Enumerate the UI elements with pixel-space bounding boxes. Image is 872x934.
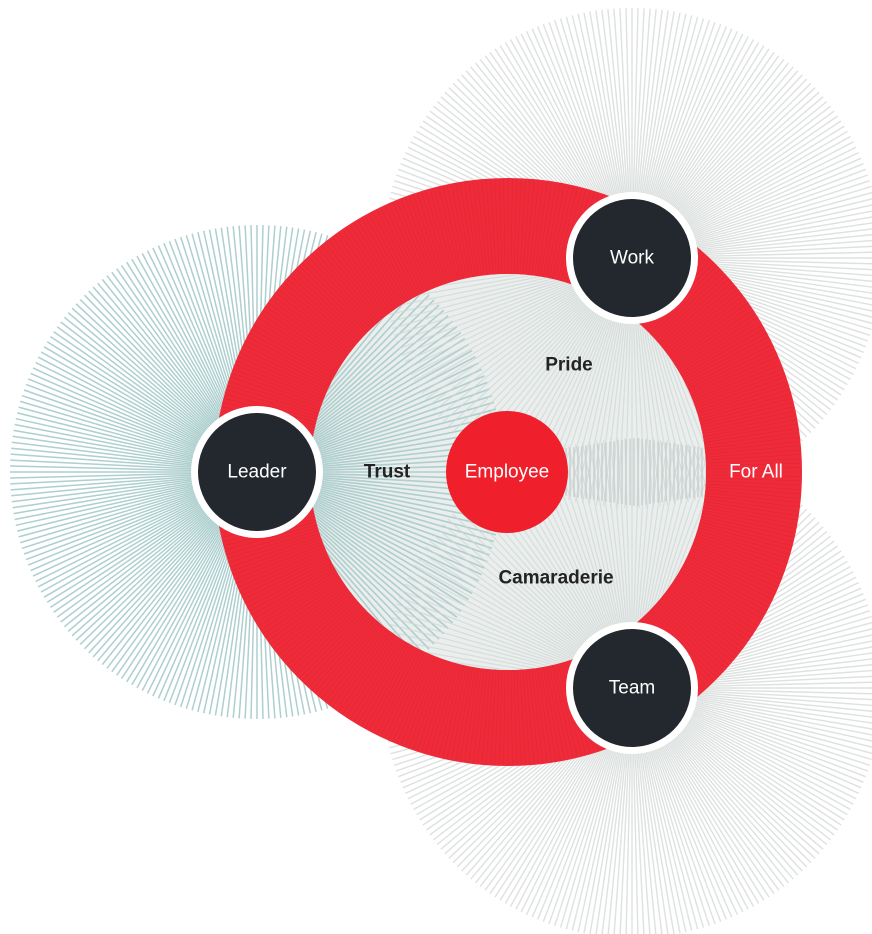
work-node: Work [566,192,698,324]
work-label: Work [610,248,654,269]
employee-label: Employee [465,462,550,483]
leader-label: Leader [227,462,287,483]
for-all-label: For All [729,462,783,483]
leader-node: Leader [191,406,323,538]
camaraderie-label: Camaraderie [498,568,613,589]
trust-label: Trust [364,462,411,483]
employee-node: Employee [446,411,568,533]
pride-label: Pride [545,355,593,376]
team-label: Team [609,678,655,699]
team-node: Team [566,622,698,754]
